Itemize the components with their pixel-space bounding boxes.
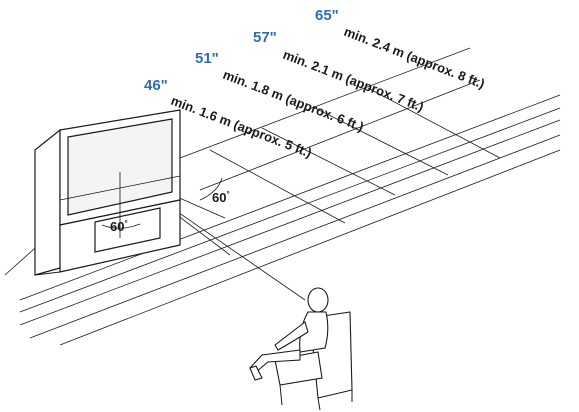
tv-speaker-panel <box>94 207 161 253</box>
vertical-angle-label: 60° <box>110 219 128 234</box>
seated-viewer <box>249 287 353 411</box>
viewer-arm <box>274 321 309 351</box>
size-label-46: 46" <box>144 77 168 94</box>
angle-arcs <box>101 177 223 229</box>
size-label-65: 65" <box>315 7 339 24</box>
tv-side-panel <box>34 128 61 276</box>
viewer-head <box>307 287 329 313</box>
size-label-51: 51" <box>195 50 219 67</box>
viewer-feet <box>249 365 263 381</box>
size-label-57: 57" <box>253 29 277 46</box>
floor-lines <box>19 47 561 346</box>
horizontal-angle-label: 60° <box>212 190 230 205</box>
tv-screen <box>67 118 173 216</box>
projection-tv <box>34 109 181 276</box>
distance-markers <box>209 87 501 224</box>
